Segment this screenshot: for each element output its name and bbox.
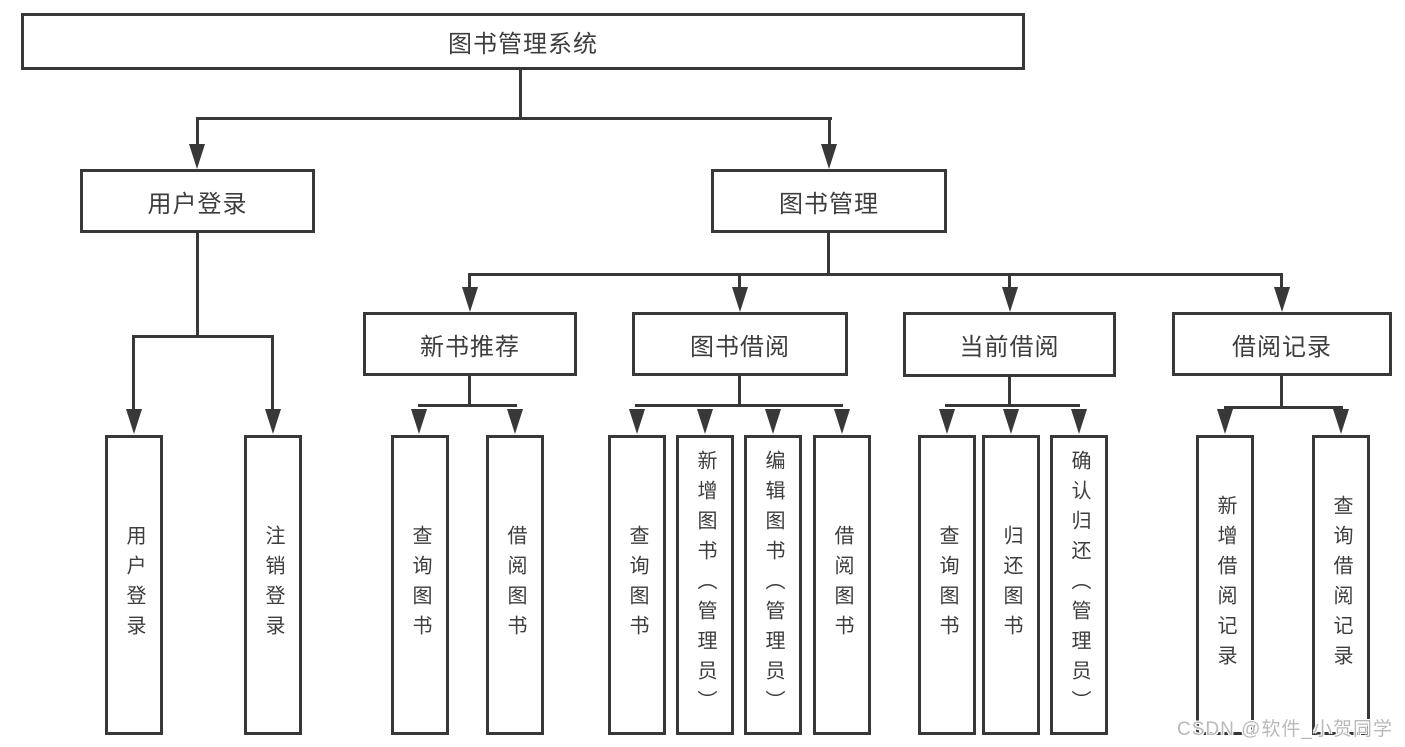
node-label: 用户登录 (147, 190, 248, 218)
node-label: 图书借阅 (690, 333, 790, 361)
arrowhead-down-icon (1274, 287, 1290, 312)
leaf-label: 确认归还（管理员） (1068, 450, 1090, 720)
arrowhead-down-icon (1071, 409, 1087, 434)
connector-vline (132, 335, 135, 411)
leaf-label: 借阅图书 (831, 525, 853, 645)
arrowhead-down-icon (821, 144, 837, 169)
leaf-label: 注销登录 (262, 525, 284, 645)
arrowhead-down-icon (939, 409, 955, 434)
connector-vline (1008, 273, 1011, 289)
connector-vline (271, 335, 274, 411)
arrowhead-down-icon (1002, 287, 1018, 312)
arrowhead-down-icon (1003, 409, 1019, 434)
connector-hline (196, 117, 832, 120)
arrowhead-down-icon (697, 409, 713, 434)
connector-hline (945, 404, 1080, 407)
leaf-label: 用户登录 (123, 525, 145, 645)
leaf-label: 查询图书 (409, 525, 431, 645)
leaf-add-books-admin: 新增图书（管理员） (676, 435, 734, 735)
connector-vline (196, 117, 199, 145)
leaf-label: 归还图书 (1000, 525, 1022, 645)
arrowhead-down-icon (189, 144, 205, 169)
leaf-edit-books-admin: 编辑图书（管理员） (744, 435, 802, 735)
connector-vline (519, 70, 522, 120)
connector-vline (1008, 377, 1011, 406)
arrowhead-down-icon (1333, 409, 1349, 434)
arrowhead-down-icon (126, 409, 142, 434)
leaf-borrow-books: 借阅图书 (813, 435, 871, 735)
leaf-query-books-current: 查询图书 (918, 435, 976, 735)
arrowhead-down-icon (265, 409, 281, 434)
node-current-borrowing: 当前借阅 (903, 312, 1116, 377)
leaf-add-borrow-record: 新增借阅记录 (1196, 435, 1254, 735)
connector-vline (827, 233, 830, 273)
connector-vline (196, 233, 199, 335)
node-new-book-recommend: 新书推荐 (363, 312, 577, 376)
node-borrow-records: 借阅记录 (1172, 312, 1392, 376)
leaf-label: 查询图书 (626, 525, 648, 645)
node-label: 借阅记录 (1232, 333, 1332, 361)
leaf-label: 查询图书 (936, 525, 958, 645)
connector-vline (828, 117, 831, 145)
connector-vline (738, 376, 741, 406)
leaf-query-books-recommend: 查询图书 (391, 435, 449, 735)
connector-vline (468, 273, 471, 289)
arrowhead-down-icon (462, 287, 478, 312)
arrowhead-down-icon (732, 287, 748, 312)
connector-vline (1280, 273, 1283, 289)
connector-vline (1280, 376, 1283, 408)
connector-hline (132, 335, 274, 338)
leaf-borrow-books-recommend: 借阅图书 (486, 435, 544, 735)
arrowhead-down-icon (629, 409, 645, 434)
leaf-query-books-borrowing: 查询图书 (608, 435, 666, 735)
arrowhead-down-icon (765, 409, 781, 434)
connector-hline (1224, 406, 1343, 409)
node-book-borrowing: 图书借阅 (632, 312, 848, 376)
leaf-logout: 注销登录 (244, 435, 302, 735)
leaf-return-books: 归还图书 (982, 435, 1040, 735)
connector-hline (635, 404, 843, 407)
leaf-label: 编辑图书（管理员） (762, 450, 784, 720)
connector-hline (418, 404, 517, 407)
node-user-login: 用户登录 (80, 169, 315, 233)
leaf-label: 新增图书（管理员） (694, 450, 716, 720)
leaf-label: 查询借阅记录 (1330, 495, 1352, 675)
node-book-management: 图书管理 (711, 169, 947, 233)
leaf-label: 借阅图书 (504, 525, 526, 645)
node-label: 图书管理系统 (448, 31, 598, 58)
leaf-label: 新增借阅记录 (1214, 495, 1236, 675)
arrowhead-down-icon (507, 409, 523, 434)
connector-hline (468, 273, 1283, 276)
arrowhead-down-icon (834, 409, 850, 434)
leaf-confirm-return-admin: 确认归还（管理员） (1050, 435, 1108, 735)
node-label: 图书管理 (779, 190, 879, 218)
node-library-management-system: 图书管理系统 (21, 13, 1025, 70)
csdn-watermark: CSDN @软件_小贺同学 (1177, 719, 1393, 740)
node-label: 新书推荐 (420, 333, 520, 361)
connector-vline (738, 273, 741, 289)
leaf-user-login: 用户登录 (105, 435, 163, 735)
leaf-query-borrow-record: 查询借阅记录 (1312, 435, 1370, 735)
connector-vline (468, 376, 471, 406)
arrowhead-down-icon (1217, 409, 1233, 434)
arrowhead-down-icon (411, 409, 427, 434)
node-label: 当前借阅 (959, 334, 1060, 361)
